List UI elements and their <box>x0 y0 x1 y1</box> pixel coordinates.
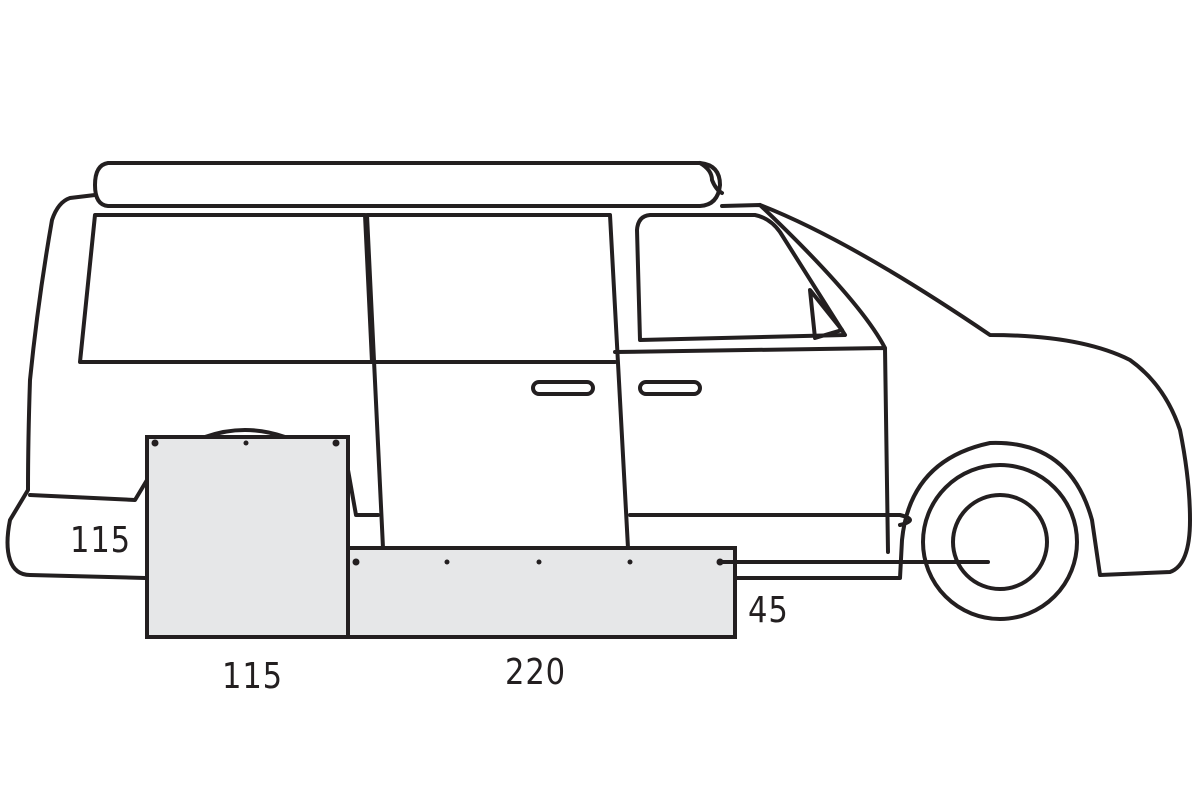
box-rivets <box>151 439 724 566</box>
front-window <box>635 213 847 342</box>
van-body-outline <box>5 193 1192 580</box>
tall-storage-box <box>145 435 350 639</box>
long-storage-box <box>346 546 737 639</box>
long-box-height-label: 45 <box>748 590 789 631</box>
front-door-handle <box>638 380 702 396</box>
sliding-door-handle <box>531 380 595 396</box>
roof-rail-support <box>698 161 724 195</box>
front-wheel-tire <box>921 463 1079 621</box>
front-wheel-hub <box>951 493 1049 591</box>
rear-wheel-arch <box>203 428 287 439</box>
rear-window <box>78 213 374 364</box>
quarter-vent-window <box>808 288 844 340</box>
tall-box-width-label: 115 <box>222 656 283 697</box>
sliding-door <box>365 213 630 550</box>
tall-box-height-label: 115 <box>70 520 131 561</box>
roof-awning <box>93 161 722 208</box>
long-box-width-label: 220 <box>505 652 566 693</box>
front-door <box>613 203 890 554</box>
